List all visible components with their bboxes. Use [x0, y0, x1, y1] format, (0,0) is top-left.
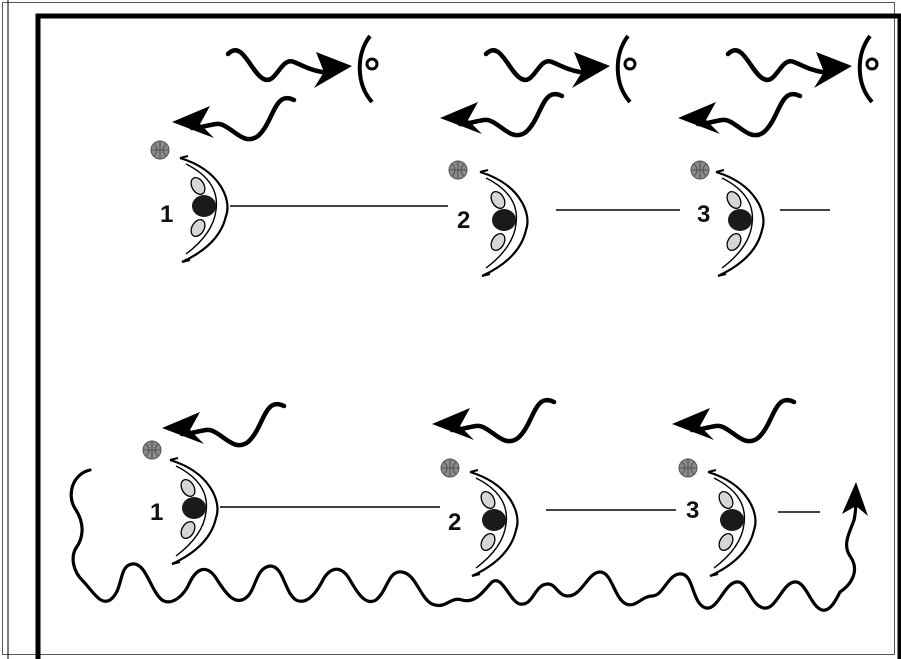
- pass-arrow: [672, 400, 794, 441]
- player-icon: [178, 154, 229, 264]
- player-number: 3: [686, 497, 699, 524]
- ball-icon: [440, 458, 460, 478]
- player-number: 1: [150, 499, 163, 526]
- player-number: 1: [160, 201, 173, 228]
- row-1: 1 2 3: [150, 36, 877, 278]
- pass-arrow: [432, 400, 554, 441]
- row-2: 1 2 3: [69, 400, 868, 612]
- court-boundary: [35, 13, 901, 659]
- player-number: 2: [457, 207, 470, 234]
- player-icon: [468, 468, 519, 578]
- ball-icon: [690, 160, 710, 180]
- pass-arrow: [162, 404, 284, 445]
- ball-icon: [678, 458, 698, 478]
- player-icon: [478, 168, 529, 278]
- ball-icon: [448, 160, 468, 180]
- dribble-arrow: [486, 36, 635, 102]
- player-icon: [714, 168, 765, 278]
- arrowhead: [842, 482, 868, 516]
- ball-icon: [142, 440, 162, 460]
- pass-arrow: [678, 94, 800, 135]
- player-icon: [168, 456, 219, 566]
- player-icon: [706, 468, 757, 578]
- dribble-path: [69, 468, 858, 612]
- pass-arrow: [172, 98, 294, 139]
- player-number: 3: [697, 201, 710, 228]
- ball-icon: [150, 140, 170, 160]
- dribble-arrow: [728, 36, 877, 102]
- pass-arrow: [440, 94, 562, 135]
- dribble-arrow: [228, 36, 377, 102]
- player-number: 2: [448, 509, 461, 536]
